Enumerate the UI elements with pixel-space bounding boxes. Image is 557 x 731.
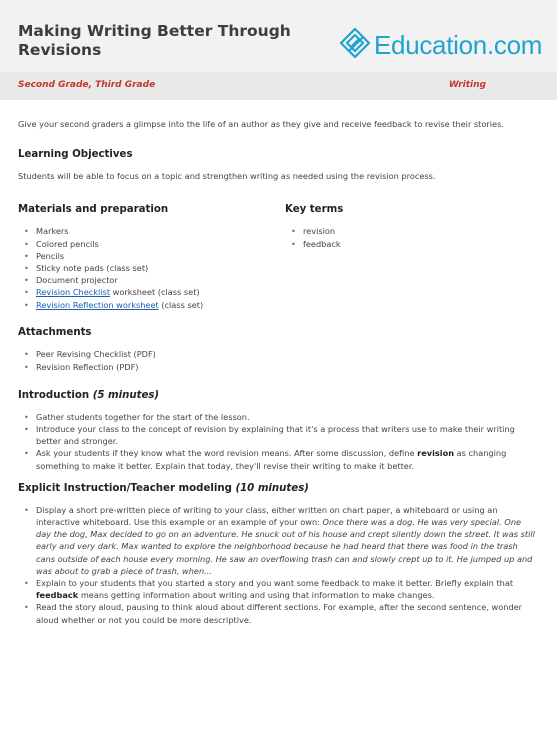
page-header: Making Writing Better Through Revisions … [0, 0, 557, 72]
list-item: Read the story aloud, pausing to think a… [18, 601, 538, 625]
revision-checklist-link[interactable]: Revision Checklist [36, 287, 111, 298]
grade-bar: Second Grade, Third Grade Writing [0, 72, 557, 100]
education-com-logo[interactable]: Education.com [337, 25, 547, 65]
attachments-list: Peer Revising Checklist (PDF) Revision R… [18, 348, 538, 373]
list-item: Pencils [18, 250, 278, 262]
objectives-text: Students will be able to focus on a topi… [18, 171, 436, 182]
list-item: Markers [18, 225, 278, 237]
introduction-heading: Introduction (5 minutes) [18, 389, 160, 401]
list-item: Explain to your students that you starte… [18, 577, 538, 601]
logo-text: Education.com [374, 30, 543, 60]
key-terms-section: Key terms revision feedback [285, 203, 485, 250]
key-terms-heading: Key terms [285, 204, 344, 216]
materials-list: Markers Colored pencils Pencils Sticky n… [18, 225, 278, 311]
attachments-heading: Attachments [18, 327, 92, 339]
objectives-heading: Learning Objectives [18, 149, 133, 161]
lesson-content: Give your second graders a glimpse into … [18, 118, 538, 626]
subject-label: Writing [448, 80, 486, 90]
key-terms-list: revision feedback [285, 225, 485, 250]
explicit-instruction-list: Display a short pre-written piece of wri… [18, 504, 538, 626]
materials-heading: Materials and preparation [18, 204, 169, 216]
list-item: Revision Checklist worksheet (class set) [18, 286, 278, 298]
introduction-time: (5 minutes) [92, 389, 160, 401]
materials-and-terms: Materials and preparation Markers Colore… [18, 203, 538, 315]
list-item: Ask your students if they know what the … [18, 447, 538, 471]
list-item: Revision Reflection worksheet (class set… [18, 299, 278, 311]
list-item: Introduce your class to the concept of r… [18, 423, 538, 447]
list-item: Document projector [18, 274, 278, 286]
materials-section: Materials and preparation Markers Colore… [18, 203, 278, 311]
intro-paragraph: Give your second graders a glimpse into … [18, 119, 504, 129]
term-revision: revision [417, 448, 455, 459]
list-item: feedback [285, 238, 485, 250]
list-item: Gather students together for the start o… [18, 411, 538, 423]
introduction-list: Gather students together for the start o… [18, 411, 538, 472]
list-item: Sticky note pads (class set) [18, 262, 278, 274]
list-item[interactable]: Revision Reflection (PDF) [18, 361, 538, 373]
list-item[interactable]: Peer Revising Checklist (PDF) [18, 348, 538, 360]
pencil-icon [339, 27, 371, 59]
term-feedback: feedback [36, 590, 79, 601]
explicit-instruction-heading: Explicit Instruction/Teacher modeling (1… [18, 482, 309, 494]
example-story: Once there was a dog. He was very specia… [36, 517, 535, 576]
list-item: Display a short pre-written piece of wri… [18, 504, 538, 577]
list-item: Colored pencils [18, 238, 278, 250]
page-title-line1: Making Writing Better Through [18, 22, 291, 40]
grade-levels: Second Grade, Third Grade [18, 80, 156, 90]
list-item: revision [285, 225, 485, 237]
page-title: Making Writing Better Through Revisions [18, 22, 338, 60]
revision-reflection-link[interactable]: Revision Reflection worksheet [36, 299, 159, 310]
explicit-instruction-time: (10 minutes) [235, 482, 309, 494]
page-title-line2: Revisions [18, 41, 102, 59]
